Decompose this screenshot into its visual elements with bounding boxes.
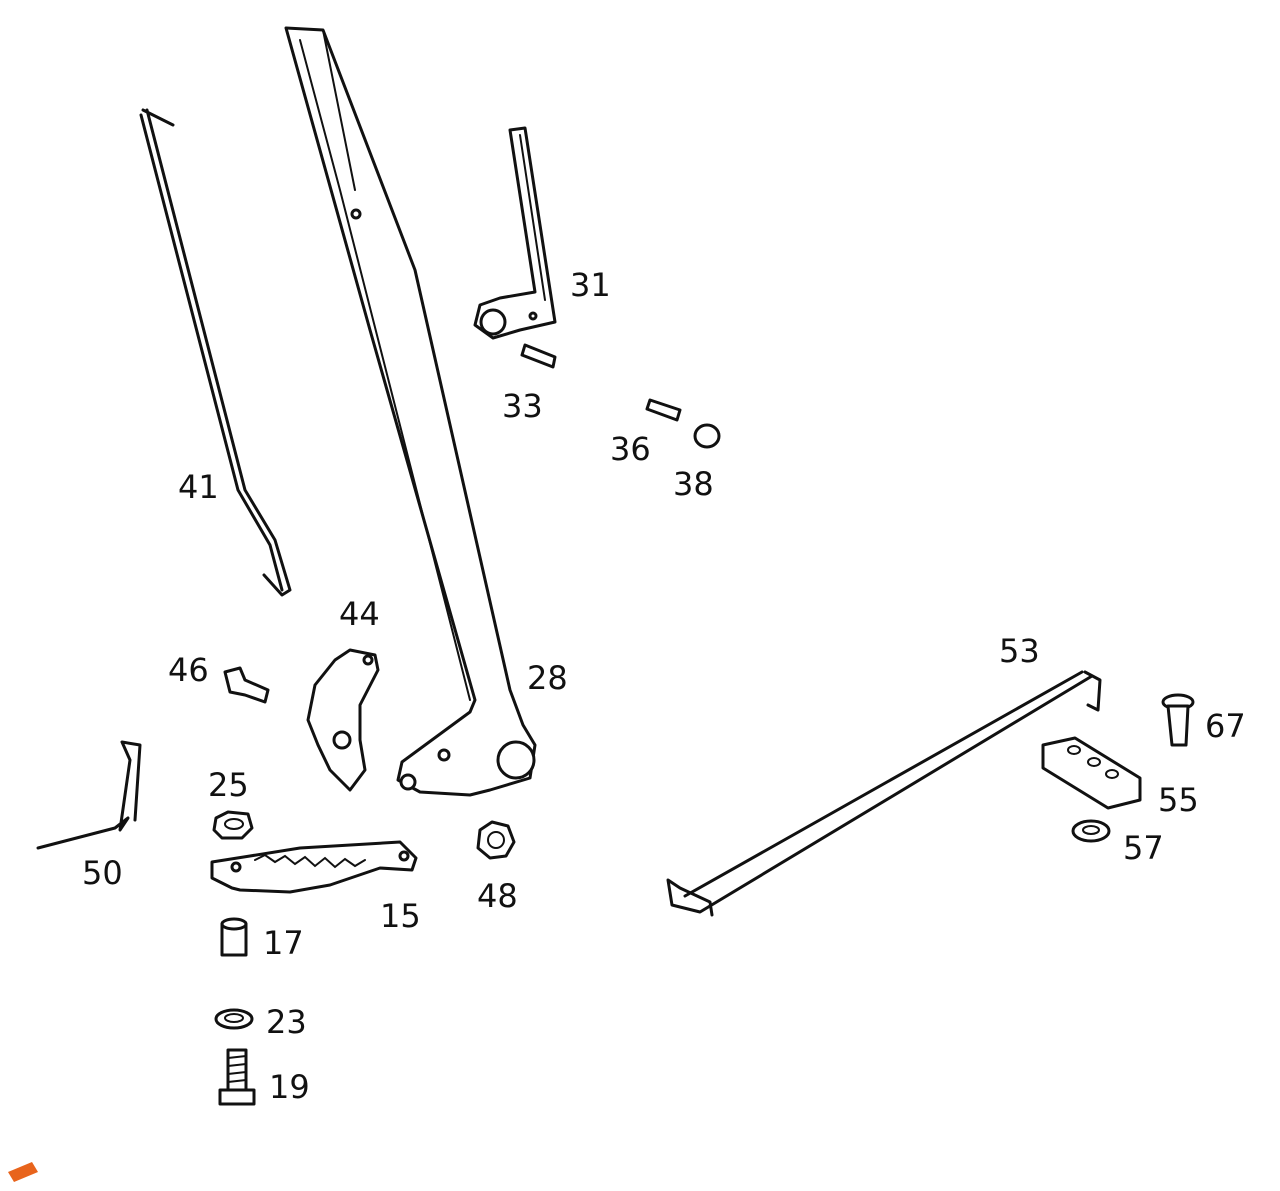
callout-31: 31 <box>570 266 611 304</box>
callout-36: 36 <box>610 430 651 468</box>
part-55-block <box>1041 736 1142 810</box>
part-46-bolt <box>223 666 270 704</box>
part-23-washer <box>214 1008 254 1030</box>
part-50-spring <box>36 740 142 850</box>
callout-44: 44 <box>339 595 380 633</box>
part-48-nut <box>476 820 516 860</box>
part-28-lever <box>284 26 537 797</box>
callout-50: 50 <box>82 854 123 892</box>
callout-17: 17 <box>263 924 304 962</box>
part-15-ratchet-plate <box>210 840 418 894</box>
part-19-bolt <box>218 1048 256 1106</box>
callout-55: 55 <box>1158 781 1199 819</box>
part-44-cam <box>306 648 380 792</box>
callout-48: 48 <box>477 877 518 915</box>
callout-15: 15 <box>380 897 421 935</box>
part-38-cap <box>693 423 721 449</box>
callout-28: 28 <box>527 659 568 697</box>
logo-icon <box>8 1162 38 1182</box>
callout-33: 33 <box>502 387 543 425</box>
part-31-bracket <box>473 126 557 340</box>
callout-23: 23 <box>266 1003 307 1041</box>
part-36-pin <box>645 398 682 422</box>
part-33-pin <box>520 343 557 369</box>
callout-38: 38 <box>673 465 714 503</box>
part-67-pin <box>1161 693 1195 747</box>
part-53-rod <box>666 670 1102 917</box>
part-25-nut <box>212 810 254 840</box>
callout-19: 19 <box>269 1068 310 1106</box>
callout-53: 53 <box>999 632 1040 670</box>
callout-46: 46 <box>168 651 209 689</box>
callout-41: 41 <box>178 468 219 506</box>
callout-67: 67 <box>1205 707 1246 745</box>
callout-25: 25 <box>208 766 249 804</box>
part-17-spacer <box>220 917 248 957</box>
part-41-rod <box>139 108 292 597</box>
callout-57: 57 <box>1123 829 1164 867</box>
part-57-washer <box>1071 819 1111 843</box>
